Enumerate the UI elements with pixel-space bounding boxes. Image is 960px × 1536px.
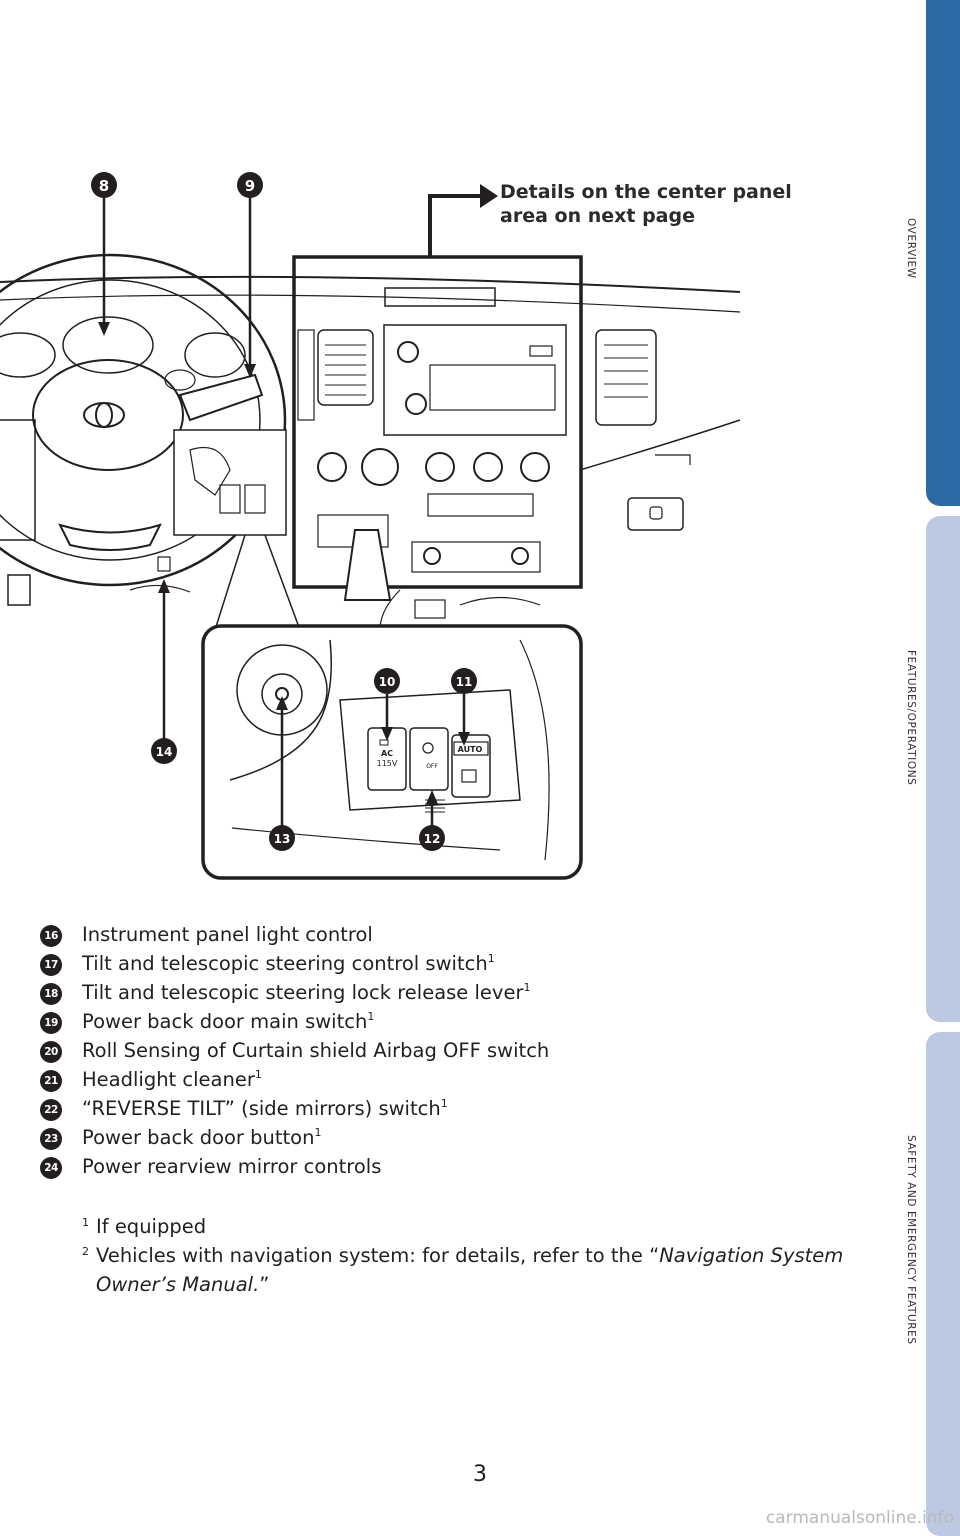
svg-text:10: 10	[379, 675, 396, 689]
item-number-badge: 18	[40, 983, 62, 1005]
item-number-badge: 19	[40, 1012, 62, 1034]
marker-8: 8	[91, 172, 117, 198]
item-number-badge: 24	[40, 1157, 62, 1179]
footnote-ref: 1	[523, 981, 531, 994]
ac-volt-label: 115V	[377, 759, 398, 768]
svg-text:13: 13	[274, 832, 291, 846]
footnote-ref: 1	[314, 1126, 322, 1139]
list-item: 23 Power back door button1	[40, 1124, 549, 1153]
auto-label: AUTO	[458, 745, 483, 754]
tab-safety-label: SAFETY AND EMERGENCY FEATURES	[905, 1135, 917, 1345]
item-text: Tilt and telescopic steering lock releas…	[82, 981, 524, 1004]
item-text: Power rearview mirror controls	[82, 1155, 382, 1178]
item-text: Power back door main switch	[82, 1010, 368, 1033]
svg-text:11: 11	[456, 675, 473, 689]
list-item: 16 Instrument panel light control	[40, 921, 549, 950]
item-number-badge: 21	[40, 1070, 62, 1092]
item-number-badge: 20	[40, 1041, 62, 1063]
svg-text:12: 12	[424, 832, 441, 846]
off-label: OFF	[426, 763, 438, 770]
item-text: Headlight cleaner	[82, 1068, 255, 1091]
marker-14: 14	[151, 738, 177, 764]
steering-wheel	[0, 253, 287, 587]
footnote-ref: 1	[487, 952, 495, 965]
list-item: 21 Headlight cleaner1	[40, 1066, 549, 1095]
tab-features-operations[interactable]	[926, 516, 960, 1022]
item-number-badge: 16	[40, 925, 62, 947]
footnote-ref: 1	[440, 1097, 448, 1110]
marker-13: 13	[269, 825, 295, 851]
callout-line-2: area on next page	[500, 205, 695, 227]
tab-safety-emergency[interactable]	[926, 1032, 960, 1536]
svg-text:14: 14	[156, 745, 173, 759]
tab-overview[interactable]	[926, 0, 960, 506]
item-text: “REVERSE TILT” (side mirrors) switch	[82, 1097, 441, 1120]
center-panel-callout: Details on the center panel area on next…	[500, 180, 820, 228]
list-item: 17 Tilt and telescopic steering control s…	[40, 950, 549, 979]
ac-label: AC	[381, 749, 393, 758]
footnote-ref: 1	[367, 1010, 375, 1023]
item-text: Roll Sensing of Curtain shield Airbag OF…	[82, 1039, 550, 1062]
marker-12: 12	[419, 825, 445, 851]
item-text: Power back door button	[82, 1126, 315, 1149]
svg-text:8: 8	[99, 177, 109, 195]
item-number-badge: 23	[40, 1128, 62, 1150]
item-text: Tilt and telescopic steering control swi…	[82, 952, 488, 975]
callout-line-1: Details on the center panel	[500, 181, 792, 203]
marker-9: 9	[237, 172, 263, 198]
page-number: 3	[473, 1462, 487, 1487]
watermark: carmanualsonline.info	[765, 1508, 954, 1528]
list-item: 19 Power back door main switch1	[40, 1008, 549, 1037]
footnote-ref: 1	[254, 1068, 262, 1081]
list-item: 20 Roll Sensing of Curtain shield Airbag …	[40, 1037, 549, 1066]
item-number-badge: 17	[40, 954, 62, 976]
marker-10: 10	[374, 668, 400, 694]
svg-text:9: 9	[245, 177, 255, 195]
list-item: 24 Power rearview mirror controls	[40, 1153, 549, 1182]
list-item: 18 Tilt and telescopic steering lock rele…	[40, 979, 549, 1008]
dashboard-illustration: AC 115V OFF AUTO 8 9 10 11 12 13 14	[0, 172, 741, 880]
list-item: 22 “REVERSE TILT” (side mirrors) switch1	[40, 1095, 549, 1124]
item-text: Instrument panel light control	[82, 923, 373, 946]
item-number-badge: 22	[40, 1099, 62, 1121]
marker-11: 11	[451, 668, 477, 694]
